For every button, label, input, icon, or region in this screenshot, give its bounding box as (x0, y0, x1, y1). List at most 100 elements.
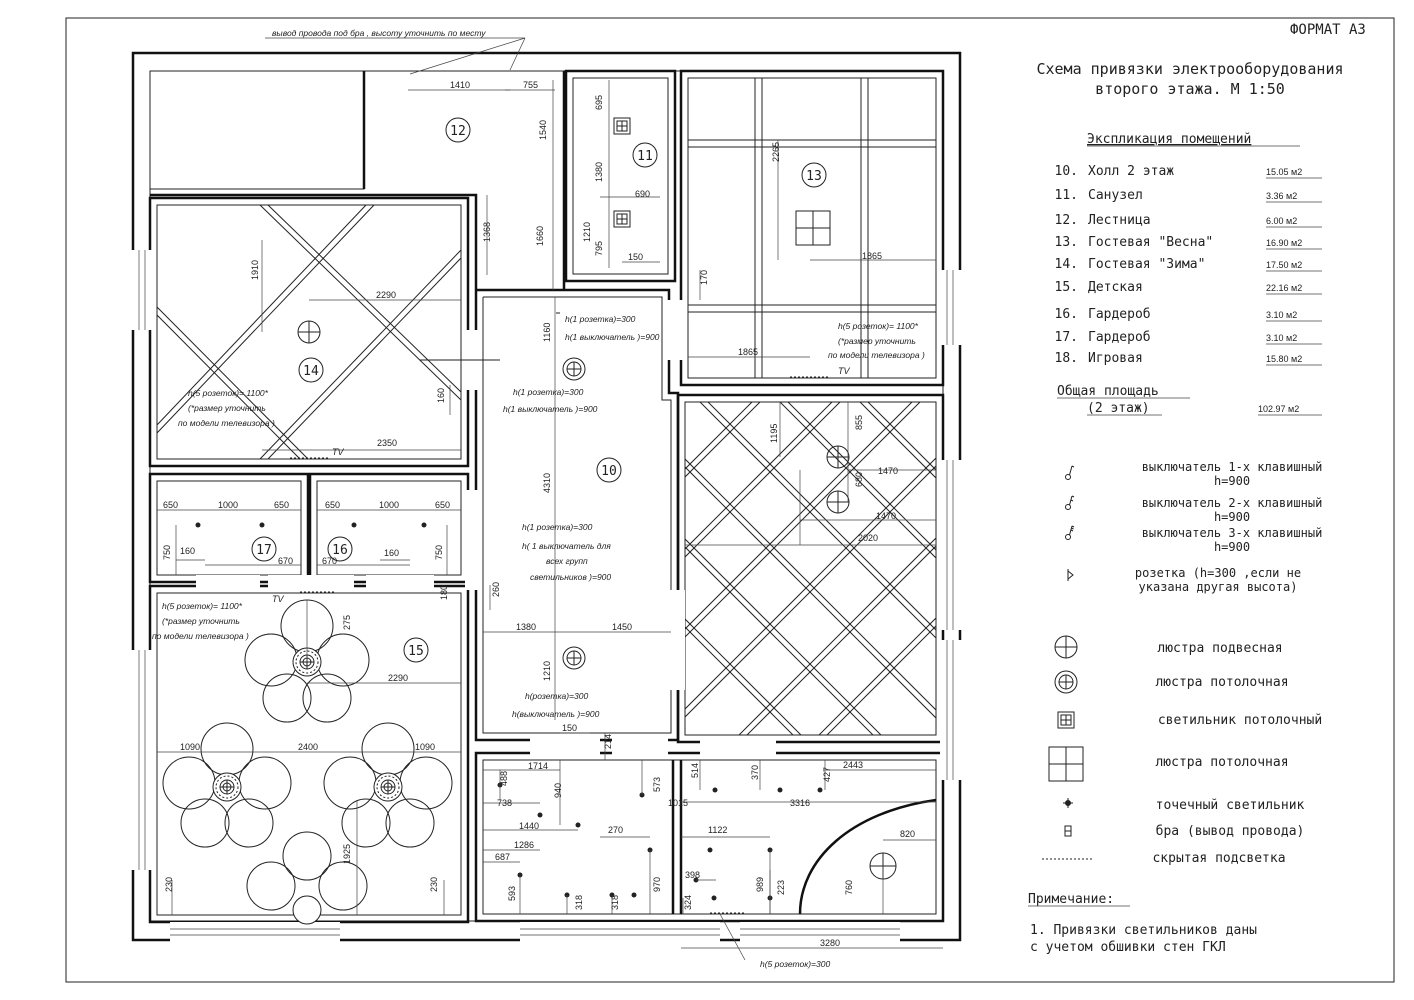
legend-label: выключатель 3-х клавишный (1142, 526, 1323, 540)
svg-text:514: 514 (690, 763, 700, 778)
svg-text:160: 160 (384, 548, 399, 558)
svg-text:1122: 1122 (708, 825, 727, 835)
svg-text:1380: 1380 (516, 622, 536, 632)
svg-text:1470: 1470 (876, 511, 896, 521)
legend-item: люстра потолочная (1155, 675, 1288, 690)
svg-text:795: 795 (594, 241, 604, 256)
room-number-tags: 12 11 13 14 10 17 16 15 (251, 117, 827, 663)
ceiling-chandelier-square-icon (795, 210, 831, 246)
svg-text:h(5 розеток)= 1100*: h(5 розеток)= 1100* (162, 601, 243, 611)
svg-text:по модели телевизора ): по модели телевизора ) (178, 418, 275, 428)
drawing-note: Примечание: 1. Привязки светильников дан… (1028, 892, 1257, 955)
sheet-frame (65, 17, 1395, 983)
svg-text:820: 820 (900, 829, 915, 839)
svg-text:573: 573 (652, 777, 662, 792)
svg-text:(*размер уточнить: (*размер уточнить (188, 403, 266, 413)
svg-text:150: 150 (628, 252, 643, 262)
svg-text:940: 940 (553, 783, 563, 798)
svg-text:427: 427 (822, 767, 832, 782)
legend-label: выключатель 1-х клавишный (1142, 460, 1323, 474)
room-num: 14. (1055, 257, 1078, 272)
svg-text:h(1 розетка)=300: h(1 розетка)=300 (522, 522, 593, 532)
svg-text:270: 270 (608, 825, 623, 835)
svg-text:1660: 1660 (535, 226, 545, 246)
svg-text:750: 750 (162, 545, 172, 560)
legend-label: точечный светильник (1156, 798, 1305, 813)
svg-text:1440: 1440 (519, 821, 539, 831)
svg-text:1540: 1540 (538, 120, 548, 140)
note-line-1: 1. Привязки светильников даны (1030, 923, 1257, 938)
svg-text:670: 670 (322, 556, 337, 566)
svg-text:690: 690 (635, 189, 650, 199)
total-area-value: 102.97 м2 (1258, 404, 1299, 414)
svg-text:1470: 1470 (878, 466, 898, 476)
svg-text:670: 670 (278, 556, 293, 566)
svg-text:970: 970 (652, 877, 662, 892)
total-area-label-2: (2 этаж) (1087, 401, 1150, 416)
room-num: 10. (1055, 164, 1078, 179)
svg-text:(*размер уточнить: (*размер уточнить (162, 616, 240, 626)
stair-wall (150, 71, 365, 190)
room-14-ceiling-pattern (156, 204, 462, 460)
drawing-subtitle: второго этажа. М 1:50 (1095, 80, 1285, 98)
room-area: 15.05 м2 (1266, 167, 1302, 177)
room-number: 15 (408, 644, 424, 659)
svg-text:всех групп: всех групп (546, 556, 588, 566)
room-13-walls (679, 69, 945, 387)
room-18-ceiling-pattern (685, 402, 936, 735)
room-number: 13 (806, 169, 822, 184)
explication-row: 14.Гостевая "Зима"17.50 м2 (1055, 257, 1322, 272)
legend-label: светильник потолочный (1158, 713, 1322, 728)
svg-text:230: 230 (429, 877, 439, 892)
svg-text:855: 855 (854, 415, 864, 430)
svg-text:687: 687 (495, 852, 510, 862)
ceiling-lamp-icon (613, 117, 631, 135)
svg-text:650: 650 (325, 500, 340, 510)
title-block: Схема привязки электрооборудования второ… (1036, 60, 1343, 98)
room-area: 3.10 м2 (1266, 333, 1297, 343)
svg-text:1195: 1195 (769, 424, 779, 443)
room-area: 3.36 м2 (1266, 191, 1297, 201)
svg-text:1925: 1925 (342, 844, 352, 864)
room-name: Санузел (1088, 188, 1143, 203)
room-15-flower-ceiling (162, 599, 453, 925)
ceiling-chandelier-icon (1054, 670, 1078, 694)
room-area: 22.16 м2 (1266, 283, 1302, 293)
curved-wall (798, 798, 937, 915)
room-num: 13. (1055, 235, 1078, 250)
svg-text:275: 275 (342, 615, 352, 630)
room-number: 17 (256, 543, 272, 558)
room-number: 11 (637, 149, 653, 164)
ceiling-lamp-icon (613, 210, 631, 228)
svg-text:1368: 1368 (482, 222, 492, 242)
svg-text:1210: 1210 (542, 661, 552, 681)
room-area: 16.90 м2 (1266, 238, 1302, 248)
svg-text:150: 150 (562, 723, 577, 733)
explication-row: 13. Гостевая "Весна" 16.90 м2 (1055, 235, 1322, 250)
explication-heading: Экспликация помещений (1087, 132, 1251, 147)
svg-text:1410: 1410 (450, 80, 470, 90)
room-num: 16. (1055, 307, 1078, 322)
room-name: Гардероб (1088, 307, 1151, 322)
svg-text:170: 170 (699, 270, 709, 285)
svg-text:160: 160 (180, 546, 195, 556)
svg-text:по модели телевизора ): по модели телевизора ) (152, 631, 249, 641)
svg-text:h(1 выключатель )=900: h(1 выключатель )=900 (565, 332, 660, 342)
svg-text:светильников )=900: светильников )=900 (530, 572, 611, 582)
room-num: 15. (1055, 280, 1078, 295)
pendant-chandelier-icon (826, 490, 850, 514)
room-13-ceiling-grid (688, 78, 936, 378)
ceiling-lamp-icon (1057, 711, 1075, 729)
svg-text:3280: 3280 (820, 938, 840, 948)
svg-text:3316: 3316 (790, 798, 810, 808)
svg-text:160: 160 (436, 388, 446, 403)
svg-text:650: 650 (435, 500, 450, 510)
switch-2-icon (1065, 495, 1075, 510)
switch-3-icon (1065, 525, 1075, 540)
svg-text:(*размер уточнить: (*размер уточнить (838, 336, 916, 346)
svg-text:h(5 розеток)= 1100*: h(5 розеток)= 1100* (838, 321, 919, 331)
room-name: Гостевая "Весна" (1088, 235, 1213, 250)
